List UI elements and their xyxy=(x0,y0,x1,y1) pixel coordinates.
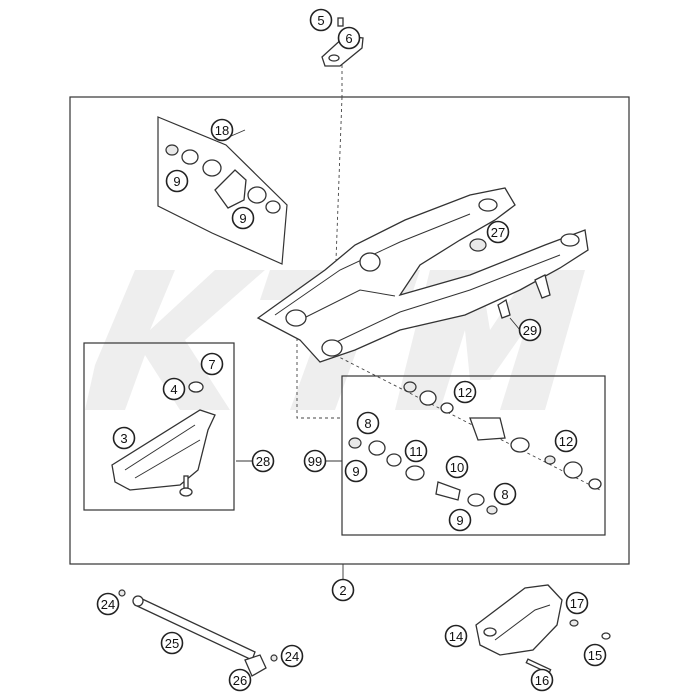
callout-c25: 25 xyxy=(160,631,184,655)
callout-circle xyxy=(486,220,510,244)
callout-number: 11 xyxy=(409,444,423,459)
swingarm-body xyxy=(256,187,589,363)
callout-number: 6 xyxy=(345,31,352,46)
callout-c9c: 9 xyxy=(344,459,368,483)
callout-c7: 7 xyxy=(200,352,224,376)
callout-circle xyxy=(583,643,607,667)
callout-number: 10 xyxy=(450,460,464,475)
callout-c11: 11 xyxy=(404,439,428,463)
callout-c26: 26 xyxy=(228,668,252,692)
callout-number: 9 xyxy=(352,464,359,479)
dashed-axis xyxy=(334,354,601,491)
callout-number: 24 xyxy=(285,649,299,664)
callout-circle xyxy=(228,668,252,692)
callout-number: 4 xyxy=(170,382,177,397)
callout-c9d: 9 xyxy=(448,508,472,532)
callout-circle xyxy=(309,8,333,32)
callout-c4: 4 xyxy=(162,377,186,401)
callout-number: 14 xyxy=(449,629,463,644)
callout-circle xyxy=(162,377,186,401)
callout-c8b: 8 xyxy=(493,482,517,506)
callout-c24a: 24 xyxy=(96,592,120,616)
callout-circle xyxy=(445,455,469,479)
callout-c5: 5 xyxy=(309,8,333,32)
callout-circle xyxy=(96,592,120,616)
callout-c99: 99 xyxy=(303,449,327,473)
callout-c29: 29 xyxy=(518,318,542,342)
callout-circle xyxy=(493,482,517,506)
callout-c10: 10 xyxy=(445,455,469,479)
callout-number: 29 xyxy=(523,323,537,338)
callout-circle xyxy=(448,508,472,532)
callout-c16: 16 xyxy=(530,668,554,692)
callout-number: 8 xyxy=(364,416,371,431)
callout-circle xyxy=(200,352,224,376)
callout-number: 16 xyxy=(535,673,549,688)
callout-number: 12 xyxy=(458,385,472,400)
callout-circle xyxy=(565,591,589,615)
callout-number: 15 xyxy=(588,648,602,663)
callout-number: 26 xyxy=(233,673,247,688)
callout-number: 5 xyxy=(317,13,324,28)
callout-circle xyxy=(112,426,136,450)
callout-circle xyxy=(356,411,380,435)
dashed-axis xyxy=(335,96,343,261)
callout-number: 3 xyxy=(120,431,127,446)
callout-c18: 18 xyxy=(210,118,234,142)
callout-c14: 14 xyxy=(444,624,468,648)
callout-number: 25 xyxy=(165,636,179,651)
callout-circle xyxy=(251,449,275,473)
callout-number: 12 xyxy=(559,434,573,449)
callout-circle xyxy=(344,459,368,483)
callout-number: 9 xyxy=(456,513,463,528)
callout-circle xyxy=(331,578,355,602)
callout-number: 24 xyxy=(101,597,115,612)
callout-circle xyxy=(165,169,189,193)
bearing-set-18 xyxy=(157,116,288,265)
callout-c2: 2 xyxy=(331,578,355,602)
callout-c24b: 24 xyxy=(280,644,304,668)
callout-number: 18 xyxy=(215,123,229,138)
callout-circle xyxy=(453,380,477,404)
callout-c12b: 12 xyxy=(554,429,578,453)
callout-circle xyxy=(303,449,327,473)
callout-circle xyxy=(337,26,361,50)
linkage-group-99 xyxy=(341,375,606,536)
callout-number: 27 xyxy=(491,225,505,240)
callout-c9b: 9 xyxy=(231,206,255,230)
callout-circle xyxy=(530,668,554,692)
callout-c28: 28 xyxy=(251,449,275,473)
callout-circle xyxy=(444,624,468,648)
callout-circle xyxy=(160,631,184,655)
callout-circle xyxy=(210,118,234,142)
callout-number: 17 xyxy=(570,596,584,611)
linkage-group-28 xyxy=(83,342,235,511)
callout-number: 8 xyxy=(501,487,508,502)
callout-c15: 15 xyxy=(583,643,607,667)
callout-circle xyxy=(231,206,255,230)
callout-circle xyxy=(404,439,428,463)
callout-c3: 3 xyxy=(112,426,136,450)
callout-circle xyxy=(518,318,542,342)
callout-c12a: 12 xyxy=(453,380,477,404)
callout-number: 2 xyxy=(339,583,346,598)
callout-c9a: 9 xyxy=(165,169,189,193)
callout-number: 9 xyxy=(239,211,246,226)
callout-circle xyxy=(554,429,578,453)
callout-number: 28 xyxy=(256,454,270,469)
callout-number: 7 xyxy=(208,357,215,372)
callout-number: 99 xyxy=(308,454,322,469)
callout-circle xyxy=(280,644,304,668)
callout-number: 9 xyxy=(173,174,180,189)
callout-c27: 27 xyxy=(486,220,510,244)
main-assembly-frame xyxy=(69,96,630,565)
callout-c17: 17 xyxy=(565,591,589,615)
callout-c8a: 8 xyxy=(356,411,380,435)
callout-c6: 6 xyxy=(337,26,361,50)
pivot-shaft-group xyxy=(118,589,278,677)
dashed-axis xyxy=(296,320,343,419)
